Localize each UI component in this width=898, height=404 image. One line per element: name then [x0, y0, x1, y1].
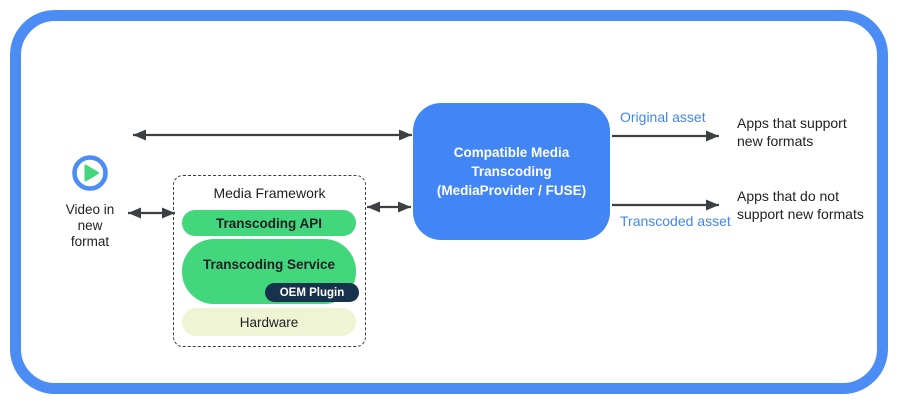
media-framework-box: Media Framework Transcoding API Transcod…	[173, 175, 366, 347]
hardware-pill: Hardware	[182, 308, 356, 336]
original-asset-label: Original asset	[620, 109, 706, 125]
video-source-label: Video in new format	[65, 202, 115, 249]
transcoding-service-pill: Transcoding Service OEM Plugin	[182, 239, 359, 304]
transcoding-service-label: Transcoding Service	[202, 257, 336, 272]
media-framework-title: Media Framework	[213, 185, 326, 201]
transcoded-asset-label: Transcoded asset	[620, 213, 731, 229]
transcoding-api-pill: Transcoding API	[182, 210, 356, 236]
apps-not-support-label: Apps that do not support new formats	[737, 188, 864, 222]
play-circle-icon	[72, 155, 108, 191]
transcoder-box: Compatible Media Transcoding (MediaProvi…	[413, 103, 610, 240]
diagram-border-frame	[10, 10, 888, 394]
oem-plugin-pill: OEM Plugin	[265, 283, 359, 302]
apps-support-label: Apps that support new formats	[737, 115, 847, 149]
